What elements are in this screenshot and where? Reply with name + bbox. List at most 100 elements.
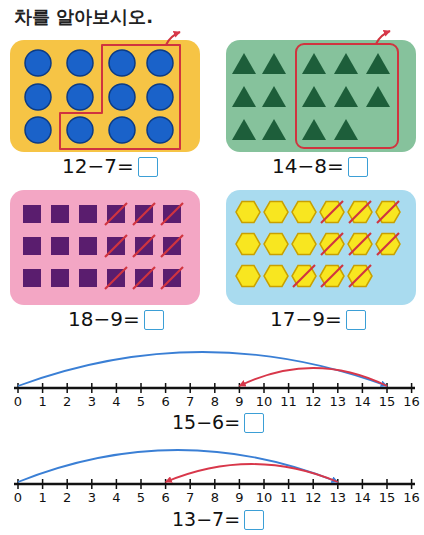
tick-row: 8 bbox=[211, 491, 219, 506]
jump-arc bbox=[166, 464, 338, 482]
counter-circle bbox=[109, 84, 135, 110]
subtraction-equation: 15−6= bbox=[172, 412, 240, 434]
counter-triangle bbox=[232, 53, 256, 74]
counter-triangle bbox=[334, 86, 358, 107]
counter-hexagon bbox=[320, 266, 344, 287]
counter-triangle bbox=[302, 86, 326, 107]
tick-row: 9 bbox=[235, 395, 243, 410]
tick-row: 13 bbox=[330, 395, 347, 410]
tick-number: 6 bbox=[161, 395, 169, 410]
counting-panel: 14−8= bbox=[226, 40, 416, 152]
counter-circle bbox=[25, 84, 51, 110]
tick-row: 2 bbox=[63, 395, 71, 410]
tick-number: 11 bbox=[280, 395, 297, 410]
answer-box bbox=[244, 413, 264, 433]
counter-hexagon bbox=[236, 266, 260, 287]
panel-illustration bbox=[10, 190, 200, 305]
tick-row: 7 bbox=[186, 491, 194, 506]
counter-triangle bbox=[366, 86, 390, 107]
tick-number: 2 bbox=[63, 491, 71, 506]
tick-row: 0 bbox=[14, 491, 22, 506]
tick-number: 12 bbox=[305, 395, 322, 410]
cross-out-slash bbox=[321, 233, 343, 255]
subtraction-equation: 18−9= bbox=[68, 308, 140, 331]
number-line-ticks bbox=[18, 383, 412, 393]
counter-square bbox=[79, 205, 97, 223]
counter-hexagon bbox=[376, 202, 400, 223]
tick-number: 12 bbox=[305, 491, 322, 506]
counter-triangle bbox=[302, 119, 326, 140]
tick-row: 12 bbox=[305, 395, 322, 410]
tick-row: 4 bbox=[112, 491, 120, 506]
counter-hexagon bbox=[264, 234, 288, 255]
tick-number: 11 bbox=[280, 491, 297, 506]
counter-hexagon bbox=[236, 234, 260, 255]
counter-circle bbox=[67, 117, 93, 143]
tick-number: 10 bbox=[256, 395, 273, 410]
instruction-title: 차를 알아보시오. bbox=[14, 5, 153, 29]
counter-circle bbox=[25, 50, 51, 76]
subtraction-equation: 12−7= bbox=[62, 155, 134, 178]
equation-row: 12−7= bbox=[62, 155, 158, 178]
counter-hexagon bbox=[348, 266, 372, 287]
answer-box bbox=[244, 510, 264, 530]
tick-number: 1 bbox=[38, 491, 46, 506]
counter-square bbox=[79, 269, 97, 287]
counter-square bbox=[23, 205, 41, 223]
cross-out-slash bbox=[321, 201, 343, 223]
tick-number: 3 bbox=[88, 491, 96, 506]
tick-row: 1 bbox=[38, 491, 46, 506]
counter-circle bbox=[147, 117, 173, 143]
counter-square bbox=[51, 237, 69, 255]
take-away-arrow bbox=[376, 31, 390, 44]
tick-number: 6 bbox=[161, 491, 169, 506]
tick-number: 13 bbox=[330, 491, 347, 506]
counting-panel: 17−9= bbox=[226, 190, 416, 305]
cross-out-slash bbox=[161, 267, 183, 289]
tick-number: 4 bbox=[112, 395, 120, 410]
tick-number: 16 bbox=[403, 395, 420, 410]
counting-panel: 18−9= bbox=[10, 190, 200, 305]
counter-hexagon bbox=[320, 234, 344, 255]
jump-arc bbox=[239, 368, 387, 386]
tick-number: 14 bbox=[354, 395, 371, 410]
tick-row: 6 bbox=[161, 491, 169, 506]
tick-number: 14 bbox=[354, 491, 371, 506]
cross-out-slash bbox=[161, 235, 183, 257]
counter-circle bbox=[147, 50, 173, 76]
counter-hexagon bbox=[348, 234, 372, 255]
answer-box bbox=[138, 157, 158, 177]
tick-row: 6 bbox=[161, 395, 169, 410]
counter-circle bbox=[147, 84, 173, 110]
cross-out-slash bbox=[161, 203, 183, 225]
tick-number: 8 bbox=[211, 395, 219, 410]
tick-row: 10 bbox=[256, 491, 273, 506]
counter-hexagon bbox=[264, 202, 288, 223]
counter-circle bbox=[109, 117, 135, 143]
counter-triangle bbox=[262, 119, 286, 140]
cross-out-slash bbox=[349, 233, 371, 255]
counter-circle bbox=[67, 84, 93, 110]
tick-number: 4 bbox=[112, 491, 120, 506]
answer-box bbox=[144, 310, 164, 330]
equation-row: 13−7= bbox=[172, 509, 264, 531]
tick-number: 0 bbox=[14, 491, 22, 506]
jump-arc bbox=[18, 450, 338, 482]
panel-illustration bbox=[226, 40, 416, 152]
counter-triangle bbox=[262, 53, 286, 74]
tick-row: 13 bbox=[330, 491, 347, 506]
tick-row: 11 bbox=[280, 395, 297, 410]
counter-square bbox=[51, 205, 69, 223]
counter-triangle bbox=[366, 53, 390, 74]
tick-row: 3 bbox=[88, 491, 96, 506]
answer-box bbox=[348, 157, 368, 177]
cross-out-slash bbox=[133, 203, 155, 225]
cross-out-slash bbox=[105, 235, 127, 257]
tick-row: 12 bbox=[305, 491, 322, 506]
tick-number: 10 bbox=[256, 491, 273, 506]
counter-hexagon bbox=[292, 202, 316, 223]
equation-row: 18−9= bbox=[68, 308, 164, 331]
tick-number: 3 bbox=[88, 395, 96, 410]
counter-circle bbox=[109, 50, 135, 76]
